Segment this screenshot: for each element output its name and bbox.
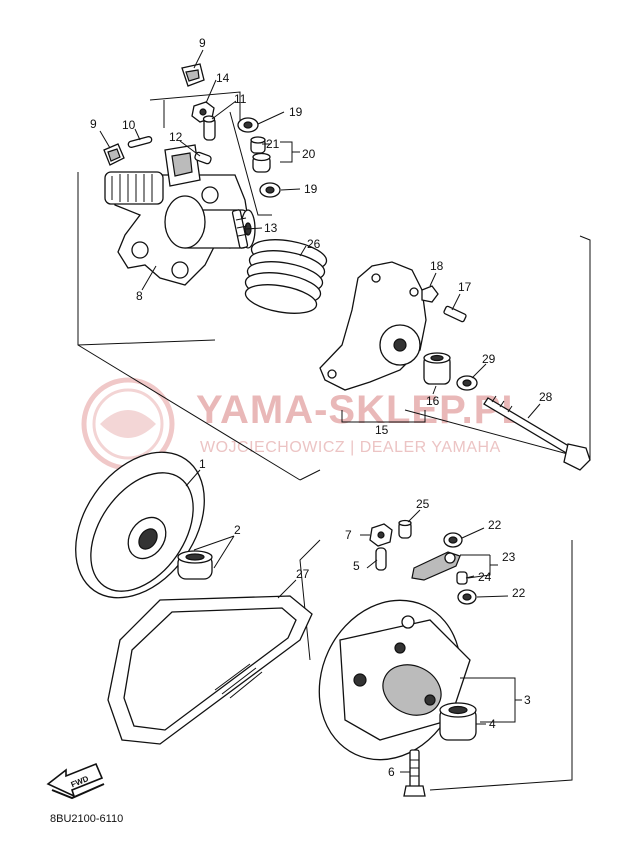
forward-arrow-icon: FWD	[46, 762, 105, 800]
diagram-code: 8BU2100-6110	[50, 813, 123, 825]
bushing-2	[177, 550, 213, 580]
callout-14: 14	[216, 71, 230, 85]
callout-27: 27	[296, 567, 310, 581]
callout-17: 17	[458, 280, 472, 294]
watermark-brand: YAMA-SKLEP.PL	[196, 388, 527, 432]
clutch-assembly-3	[318, 599, 471, 761]
weight-washer-19-top	[237, 117, 259, 133]
watermark-dealer: WOJCIECHOWICZ | DEALER YAMAHA	[200, 439, 501, 456]
leader-lines	[99, 49, 541, 773]
nut-7	[369, 523, 393, 547]
collar-11	[202, 115, 216, 141]
watermark: YAMA-SKLEP.PL WOJCIECHOWICZ | DEALER YAM…	[81, 377, 527, 471]
callout-21: 21	[266, 137, 280, 151]
callout-18: 18	[430, 259, 444, 273]
bushing-4	[439, 702, 477, 741]
callout-1: 1	[199, 457, 206, 471]
callout-16: 16	[426, 394, 440, 408]
bolt-6	[403, 749, 426, 797]
lever-23	[411, 551, 461, 581]
callout-8: 8	[136, 289, 143, 303]
callout-20: 20	[302, 147, 316, 161]
weight-20	[252, 152, 271, 173]
washer-29	[456, 375, 478, 391]
callout-7: 7	[345, 528, 352, 542]
callout-19-bottom: 19	[304, 182, 318, 196]
callout-24: 24	[478, 570, 492, 584]
callout-5: 5	[353, 559, 360, 573]
bushing-16	[423, 352, 451, 385]
callout-29: 29	[482, 352, 496, 366]
drive-belt-27	[107, 595, 313, 745]
callout-3: 3	[524, 693, 531, 707]
weight-21	[250, 136, 266, 154]
callout-19-top: 19	[289, 105, 303, 119]
callout-6: 6	[388, 765, 395, 779]
callout-28: 28	[539, 390, 553, 404]
callout-23: 23	[502, 550, 516, 564]
callout-9-top: 9	[199, 36, 206, 50]
spacer-24	[456, 571, 468, 585]
secondary-sheave-1	[75, 451, 205, 599]
pin-10	[127, 136, 153, 148]
callout-11: 11	[234, 92, 247, 106]
weight-washer-19-bottom	[259, 182, 281, 198]
callout-4: 4	[489, 717, 496, 731]
bolt-13	[231, 209, 249, 249]
callout-22-top: 22	[488, 518, 502, 532]
washer-22-top	[443, 532, 463, 548]
callout-labels: 9 14 11 19 9 10 12 21 20 19 13 26 8 18 1…	[90, 36, 553, 779]
callout-9-left: 9	[90, 117, 97, 131]
nut-18	[421, 285, 439, 303]
pin-5	[375, 547, 387, 571]
callout-15: 15	[375, 423, 389, 437]
slider-9-left	[103, 143, 125, 166]
washer-22-bottom	[457, 589, 477, 605]
long-bolt-28	[483, 395, 591, 471]
primary-cover-15	[319, 261, 427, 391]
callout-2: 2	[234, 523, 241, 537]
assembly-boundary-lines	[77, 91, 591, 791]
callout-12: 12	[169, 130, 183, 144]
bolt-17	[443, 305, 467, 323]
callout-13: 13	[264, 221, 278, 235]
callout-10: 10	[122, 118, 136, 132]
callout-25: 25	[416, 497, 430, 511]
slider-9-top	[181, 63, 205, 87]
pin-25	[398, 519, 412, 539]
callout-22-bottom: 22	[512, 586, 526, 600]
compression-spring-26	[244, 239, 328, 314]
callout-26: 26	[307, 237, 321, 251]
